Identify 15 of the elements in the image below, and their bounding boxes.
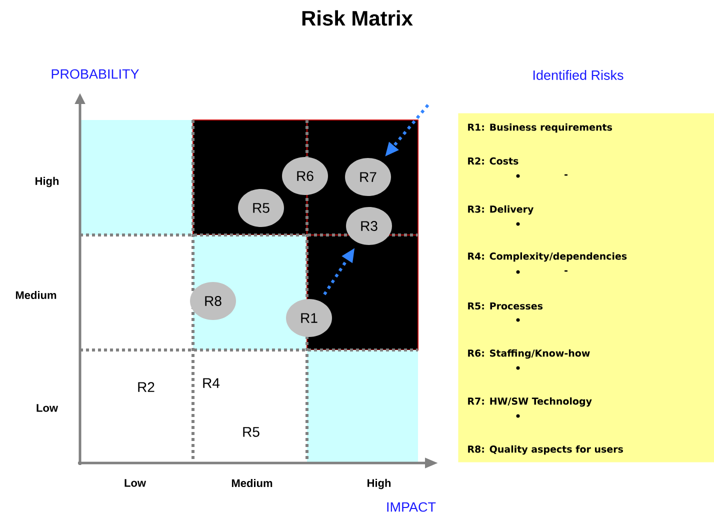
risk-label: R5 xyxy=(243,427,260,437)
axis-title: Identified Risks xyxy=(533,70,624,80)
axis-level-label: High xyxy=(36,176,59,188)
axis-title: IMPACT xyxy=(387,502,436,512)
risk-label: R2 xyxy=(138,382,154,392)
axis-level-label: Low xyxy=(124,479,146,487)
dash: - xyxy=(564,270,568,272)
title: Risk Matrix xyxy=(302,10,413,26)
dash: - xyxy=(564,174,568,176)
axis-level-label: Medium xyxy=(232,478,272,488)
axis-level-label: Low xyxy=(36,404,58,412)
axis-title: PROBABILITY xyxy=(52,69,139,79)
risk-label: R4 xyxy=(203,378,220,388)
axis-level-label: Medium xyxy=(16,290,56,300)
axis-level-label: High xyxy=(368,478,391,490)
